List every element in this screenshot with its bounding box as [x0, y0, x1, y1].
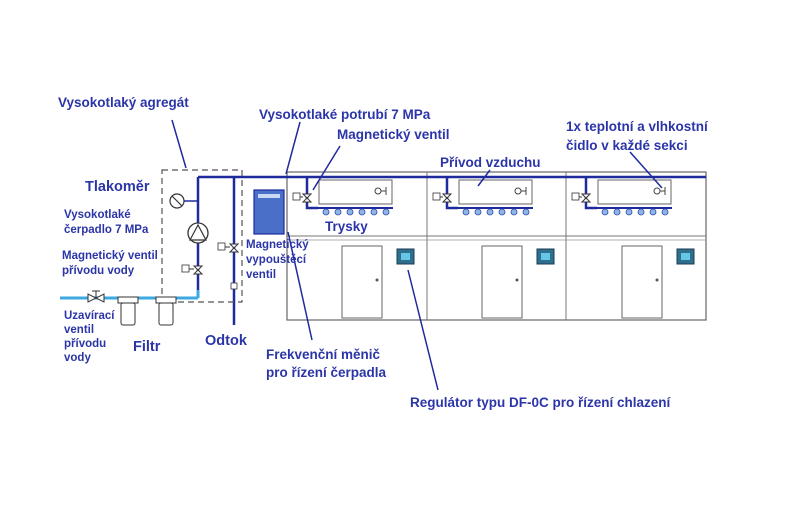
label-pump-1: Vysokotlaké: [64, 209, 131, 221]
section-valve-1: [292, 192, 313, 203]
label-vfd-1: Frekvenční měnič: [266, 347, 381, 362]
nozzle-row-1: [318, 207, 393, 216]
door-1: [341, 245, 383, 319]
label-pump-2: čerpadlo 7 MPa: [64, 224, 149, 236]
regulator-1: [396, 248, 415, 265]
door-3: [621, 245, 663, 319]
label-aggregate: Vysokotlaký agregát: [58, 95, 189, 110]
label-gauge: Tlakoměr: [85, 179, 150, 195]
label-drain-valve-3: ventil: [246, 269, 276, 281]
label-shutoff-3: přívodu: [64, 338, 106, 350]
label-solenoid: Magnetický ventil: [337, 127, 450, 142]
label-drain: Odtok: [205, 333, 248, 349]
pressure-gauge-icon: [169, 193, 198, 209]
inlet-solenoid-valve-icon: [181, 264, 204, 275]
label-regulator: Regulátor typu DF-0C pro řízení chlazení: [410, 395, 672, 410]
frequency-converter-panel: [253, 189, 285, 235]
pump-icon: [187, 222, 209, 244]
nozzle-row-2: [458, 207, 533, 216]
label-sensor-2: čidlo v každé sekci: [566, 138, 688, 153]
label-filter: Filtr: [133, 339, 161, 355]
shutoff-valve-icon: [87, 290, 105, 303]
label-nozzles: Trysky: [325, 219, 368, 234]
label-vfd-2: pro řízení čerpadla: [266, 365, 387, 380]
label-drain-valve-2: vypouštěcí: [246, 254, 307, 266]
drain-solenoid-valve-icon: [217, 242, 240, 253]
section-valve-2: [432, 192, 453, 203]
label-shutoff-1: Uzavírací: [64, 310, 115, 322]
regulator-2: [536, 248, 555, 265]
label-shutoff-2: ventil: [64, 324, 94, 336]
labels: Vysokotlaký agregát Vysokotlaké potrubí …: [58, 95, 709, 410]
label-inlet-valve-2: přívodu vody: [62, 265, 135, 277]
aggregate-box: [161, 169, 243, 303]
label-shutoff-4: vody: [64, 352, 91, 364]
filter-icon-2: [155, 296, 177, 326]
filter-icon-1: [117, 296, 139, 326]
label-inlet-valve-1: Magnetický ventil: [62, 250, 158, 262]
air-unit-3: [597, 179, 672, 205]
label-drain-valve-1: Magnetický: [246, 239, 309, 251]
label-sensor-1: 1x teplotní a vlhkostní: [566, 119, 709, 134]
nozzle-row-3: [597, 207, 672, 216]
label-air-supply: Přívod vzduchu: [440, 155, 541, 170]
regulator-3: [676, 248, 695, 265]
air-unit-1: [318, 179, 393, 205]
leader-lines: [171, 119, 663, 391]
air-unit-2: [458, 179, 533, 205]
section-valve-3: [571, 192, 592, 203]
door-2: [481, 245, 523, 319]
label-hp-pipe: Vysokotlaké potrubí 7 MPa: [259, 107, 431, 122]
